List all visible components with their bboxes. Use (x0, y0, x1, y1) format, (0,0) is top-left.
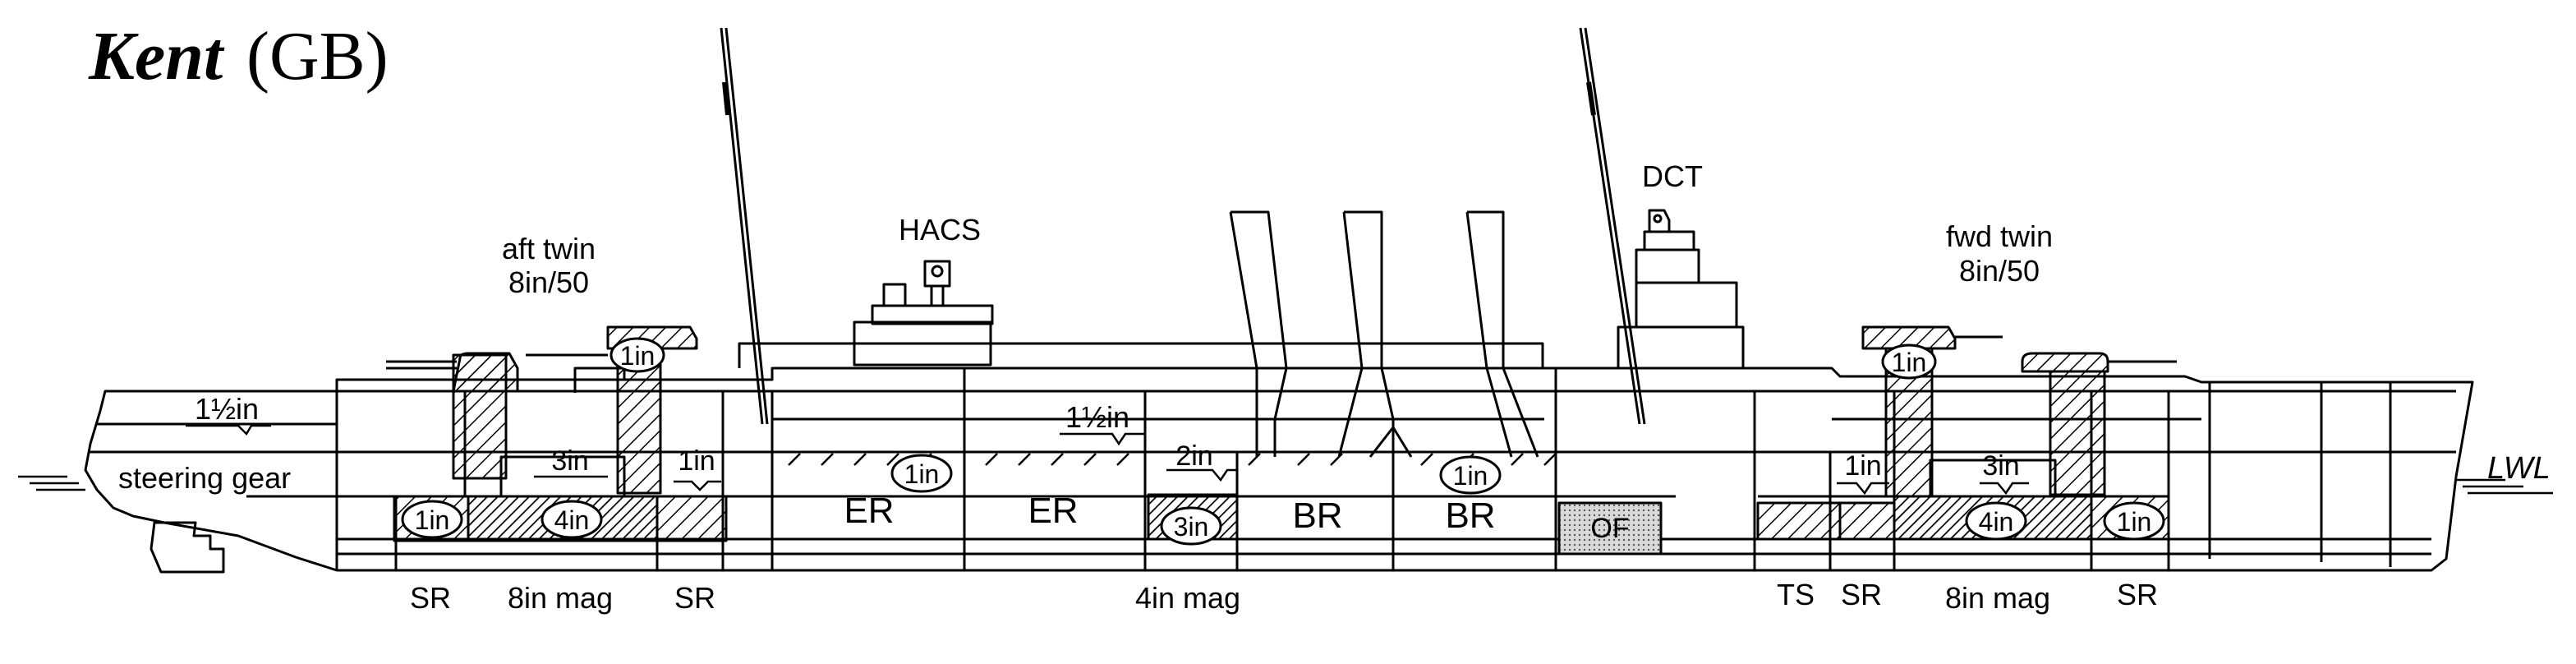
armour-aft-barbette: 1in (620, 341, 656, 371)
ship-country: (GB) (246, 18, 389, 95)
rudder (150, 521, 225, 574)
dct-label: DCT (1642, 159, 1703, 193)
fwd-turret-a (2021, 352, 2177, 496)
armour-4in-mag-side: 3in (1174, 512, 1209, 542)
armour-aft-deck: 1½in (195, 392, 259, 426)
armour-aft-mag-side: 4in (554, 505, 590, 535)
fwd-bridge-base (1617, 325, 1745, 370)
hacs-platform (853, 320, 992, 367)
armour-fwd-mag-side: 4in (1979, 507, 2014, 537)
hacs-label: HACS (899, 213, 981, 247)
armour-er-deck: 1in (904, 459, 940, 489)
fwd-turret-label-2: 8in/50 (1959, 254, 2040, 288)
er-label-2: ER (1028, 491, 1078, 531)
armour-fwd-barbette: 1in (1892, 348, 1927, 377)
main-mast (720, 27, 769, 425)
armour-fwd-mag-roof: 3in (1982, 450, 2019, 482)
armour-br-deck: 1in (1453, 461, 1488, 491)
armour-fwd-sr-side: 1in (2117, 507, 2152, 537)
compartment-sr-aft-2: SR (674, 581, 715, 615)
steering-gear-label: steering gear (118, 461, 291, 495)
oil-fuel-tank (1557, 501, 1663, 556)
ship-name: Kent (88, 18, 225, 95)
hull-outline (84, 367, 2474, 572)
compartment-ts: TS (1777, 578, 1815, 611)
compartment-sr-fwd-2: SR (2117, 578, 2158, 611)
br-label-1: BR (1292, 496, 1342, 536)
compartment-8in-mag-aft: 8in mag (508, 581, 613, 615)
br-label-2: BR (1445, 496, 1495, 536)
compartment-sr-aft-1: SR (410, 581, 451, 615)
fwd-bridge (1635, 281, 1738, 329)
hacs-small-box (882, 283, 907, 307)
compartment-4in-mag: 4in mag (1135, 581, 1240, 615)
aft-waterline-marks (18, 475, 85, 491)
armour-aft-bulkhead: 1in (678, 445, 715, 477)
armour-aft-sr-side: 1in (415, 505, 450, 535)
label-leader-marks (186, 424, 2029, 496)
armour-4in-mag-roof: 2in (1175, 440, 1212, 472)
aft-turret-label-2: 8in/50 (508, 265, 589, 299)
fwd-turret-label-1: fwd twin (1946, 219, 2053, 253)
dct-tower (1635, 248, 1700, 284)
dct (1648, 209, 1671, 232)
armour-fwd-bulkhead: 1in (1844, 450, 1881, 482)
er-label-1: ER (844, 491, 894, 531)
lwl-marks (2456, 478, 2553, 495)
ts-compartment (1756, 501, 1842, 541)
compartment-8in-mag-fwd: 8in mag (1945, 581, 2050, 615)
compartment-sr-fwd-1: SR (1841, 578, 1882, 611)
aft-turret-x (386, 352, 519, 480)
armour-mid-deck: 1½in (1065, 400, 1129, 434)
lwl-label: LWL (2487, 451, 2551, 486)
of-label: OF (1590, 513, 1629, 544)
armour-aft-mag-roof: 3in (551, 445, 588, 477)
aft-turret-label-1: aft twin (502, 232, 596, 265)
